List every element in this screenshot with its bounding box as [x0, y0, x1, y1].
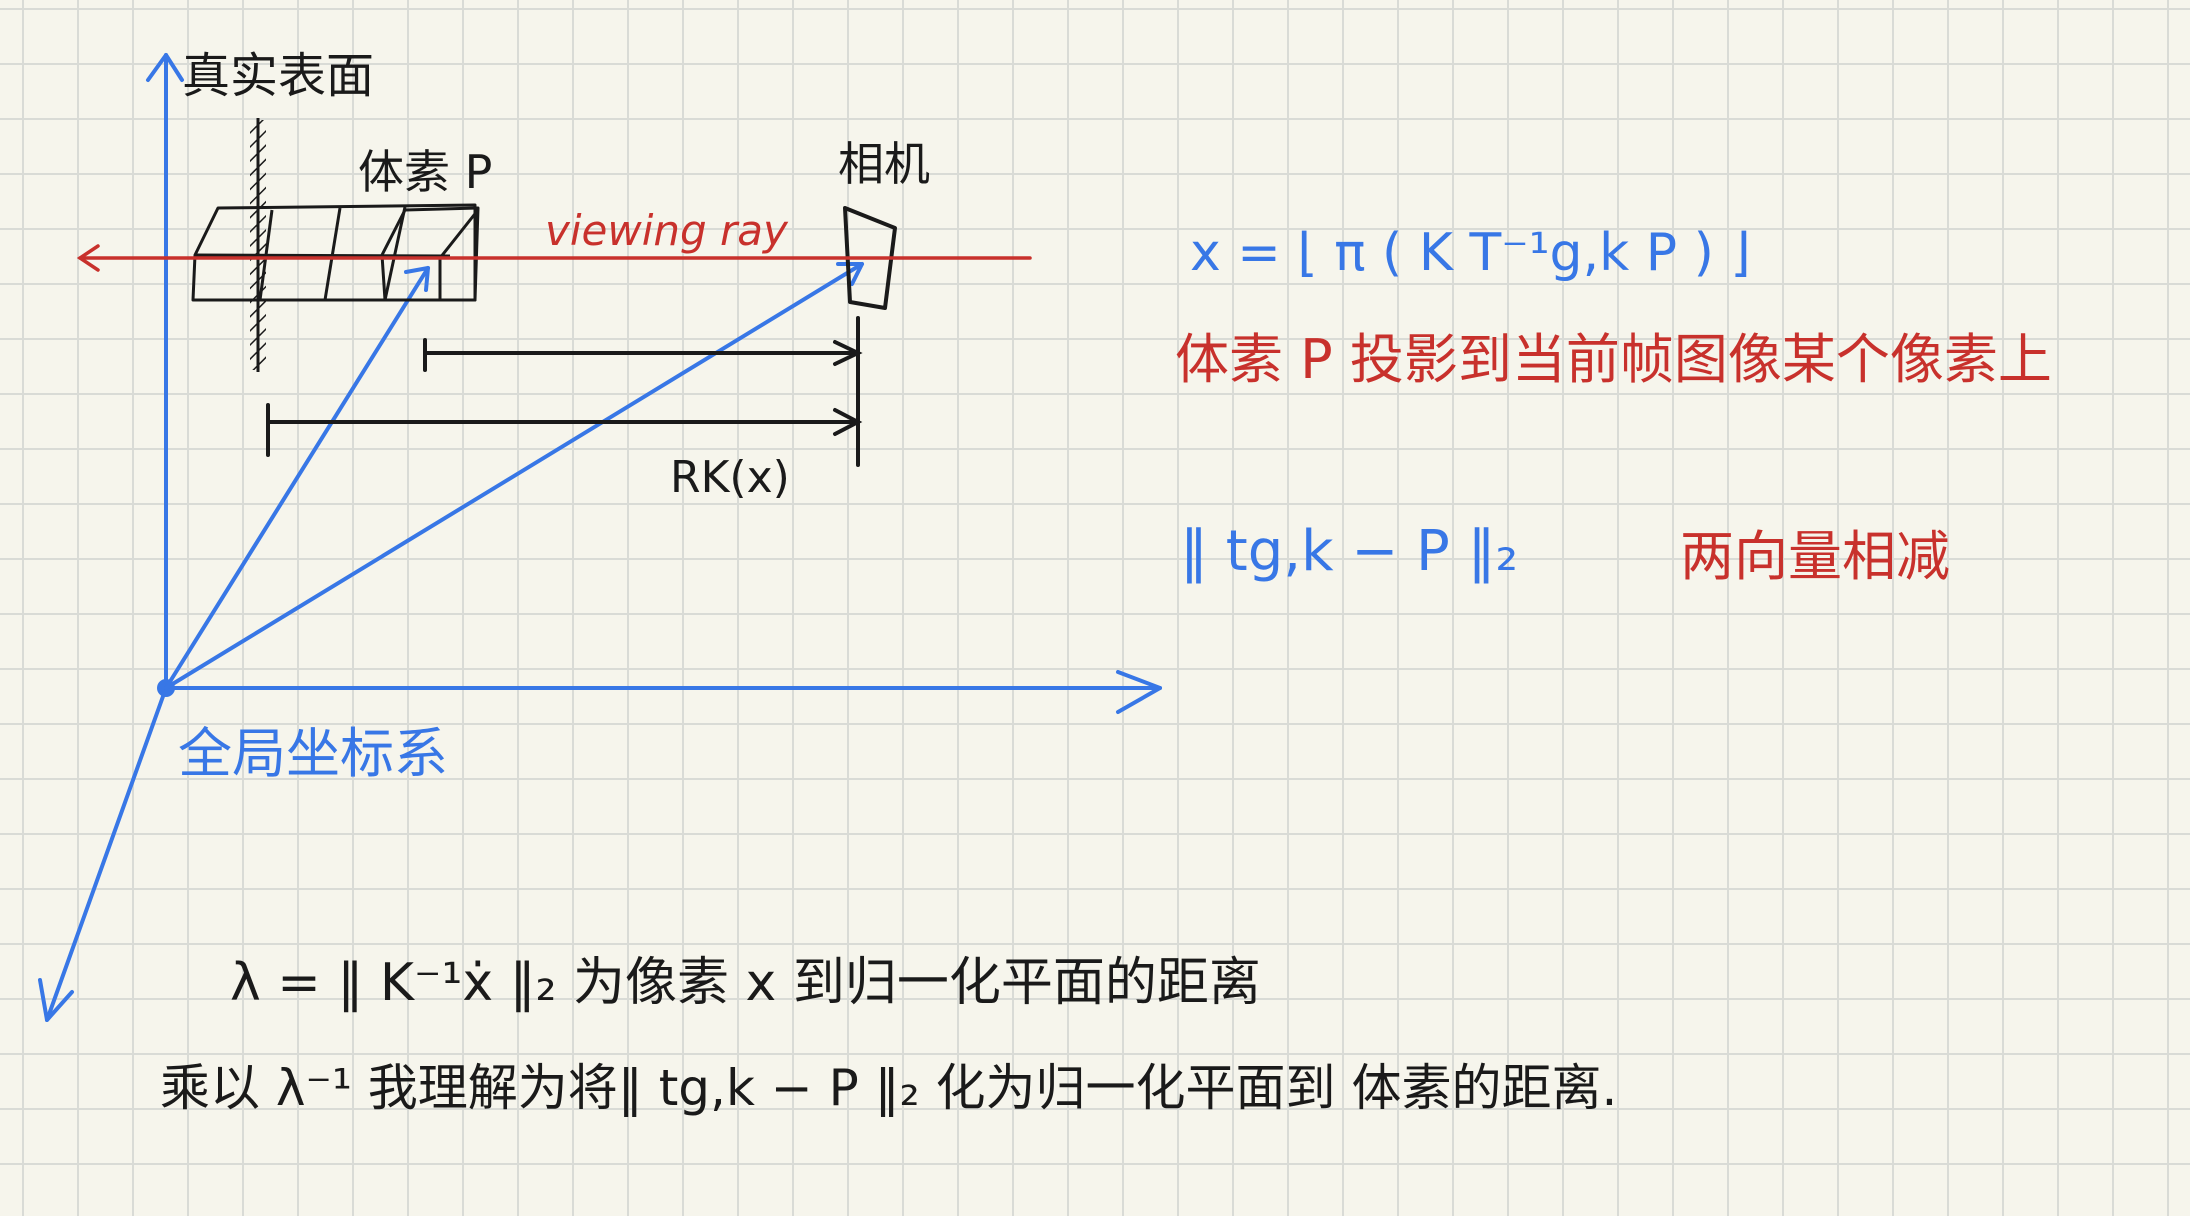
- z-axis-arrowhead: [38, 978, 74, 1022]
- norm-text: 两向量相减: [1680, 525, 1950, 588]
- y-axis-arrowhead: [146, 53, 184, 82]
- vector-to-voxel-arrowhead: [404, 266, 430, 292]
- camera-label: 相机: [838, 137, 930, 191]
- norm-formula: ‖ tg,k − P ‖₂: [1180, 519, 1518, 584]
- global-axes: [38, 53, 1162, 1022]
- range-label: RK(x): [670, 452, 790, 503]
- projection-text: 体素 P 投影到当前帧图像某个像素上: [1175, 328, 2052, 391]
- multiply-line: 乘以 λ⁻¹ 我理解为将‖ tg,k − P ‖₂ 化为归一化平面到 体素的距离…: [160, 1059, 1617, 1117]
- voxel-label: 体素 P: [358, 145, 492, 199]
- x-axis-arrowhead: [1116, 670, 1162, 714]
- surface-label: 真实表面: [182, 48, 374, 104]
- real-surface: [250, 118, 266, 372]
- vector-to-voxel: [164, 266, 430, 690]
- voxel-row: [191, 203, 480, 302]
- ray-label: viewing ray: [545, 206, 789, 255]
- global-frame-label: 全局坐标系: [178, 722, 448, 785]
- voxel-p: [380, 206, 480, 302]
- projection-formula: x = ⌊ π ( K T⁻¹g,k P ) ⌋: [1190, 223, 1751, 283]
- distance-lines: [266, 316, 863, 467]
- vector-to-camera: [164, 262, 864, 690]
- camera-icon: [843, 206, 897, 310]
- lambda-line: λ = ‖ K⁻¹ẋ ‖₂ 为像素 x 到归一化平面的距离: [230, 953, 1261, 1013]
- viewing-ray: [76, 244, 1032, 272]
- z-axis: [45, 686, 168, 1022]
